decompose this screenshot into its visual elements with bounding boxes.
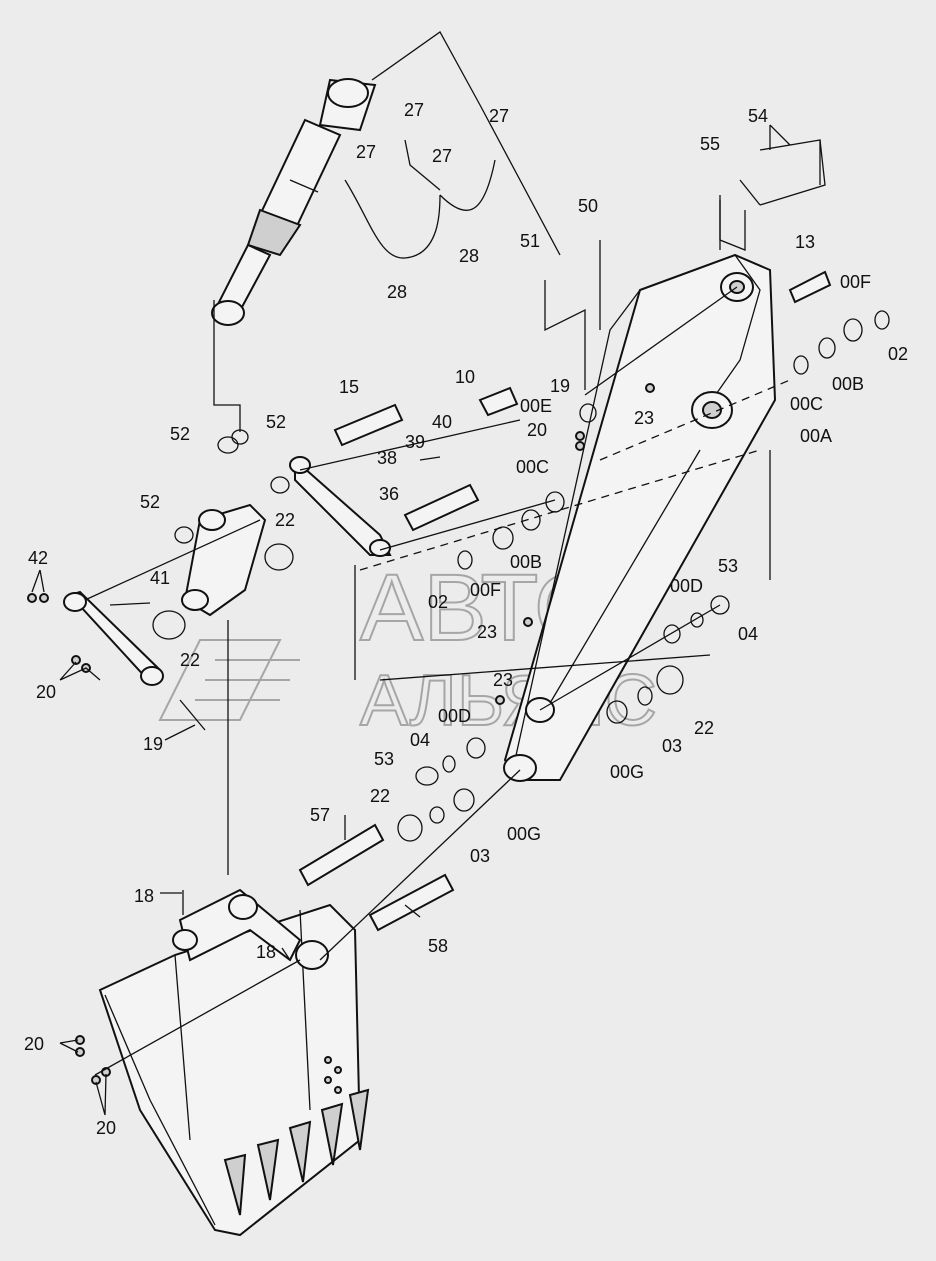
label-22: 22 [370,786,390,806]
pin-13 [788,270,832,304]
label-54: 54 [748,106,768,126]
part-labels: 27 27 27 27 28 28 54 55 50 51 13 00F 02 … [24,100,908,1138]
label-51: 51 [520,231,540,251]
label-02: 02 [888,344,908,364]
label-55: 55 [700,134,720,154]
label-00G: 00G [507,824,541,844]
label-57: 57 [310,805,330,825]
label-27: 27 [404,100,424,120]
label-04: 04 [410,730,430,750]
label-leaders [31,124,791,1116]
label-20: 20 [527,420,547,440]
label-53: 53 [718,556,738,576]
label-58: 58 [428,936,448,956]
label-20: 20 [24,1034,44,1054]
label-40: 40 [432,412,452,432]
label-03: 03 [662,736,682,756]
label-00D: 00D [438,706,471,726]
bucket-teeth [223,1088,370,1216]
label-28: 28 [387,282,407,302]
bucket-cylinder [211,78,377,326]
pin-57 [298,823,385,887]
label-19: 19 [550,376,570,396]
label-00B: 00B [510,552,542,572]
label-36: 36 [379,484,399,504]
label-18: 18 [134,886,154,906]
label-41: 41 [150,568,170,588]
label-28: 28 [459,246,479,266]
label-00G: 00G [610,762,644,782]
label-22: 22 [694,718,714,738]
label-00C: 00C [516,457,549,477]
label-20: 20 [96,1118,116,1138]
label-27: 27 [356,142,376,162]
label-38: 38 [377,448,397,468]
label-15: 15 [339,377,359,397]
label-00A: 00A [800,426,832,446]
pin-15 [333,403,404,447]
label-39: 39 [405,432,425,452]
hoses [344,139,496,259]
label-00D: 00D [670,576,703,596]
label-42: 42 [28,548,48,568]
pin-36 [403,483,480,532]
pin-58 [368,873,455,932]
label-27: 27 [432,146,452,166]
label-52: 52 [170,424,190,444]
label-20: 20 [36,682,56,702]
label-04: 04 [738,624,758,644]
label-23: 23 [493,670,513,690]
label-50: 50 [578,196,598,216]
label-13: 13 [795,232,815,252]
label-23: 23 [634,408,654,428]
watermark-logo-icon [158,639,300,721]
label-19: 19 [143,734,163,754]
links [63,456,392,731]
label-00E: 00E [520,396,552,416]
label-53: 53 [374,749,394,769]
leader-lines [84,31,826,1076]
label-10: 10 [455,367,475,387]
label-22: 22 [180,650,200,670]
bucket [98,888,370,1237]
label-00F: 00F [840,272,871,292]
label-22: 22 [275,510,295,530]
label-00B: 00B [832,374,864,394]
label-52: 52 [140,492,160,512]
label-18: 18 [256,942,276,962]
label-02: 02 [428,592,448,612]
label-27: 27 [489,106,509,126]
label-23: 23 [477,622,497,642]
label-52: 52 [266,412,286,432]
label-00C: 00C [790,394,823,414]
arm-assembly [503,139,821,782]
label-03: 03 [470,846,490,866]
label-00F: 00F [470,580,501,600]
